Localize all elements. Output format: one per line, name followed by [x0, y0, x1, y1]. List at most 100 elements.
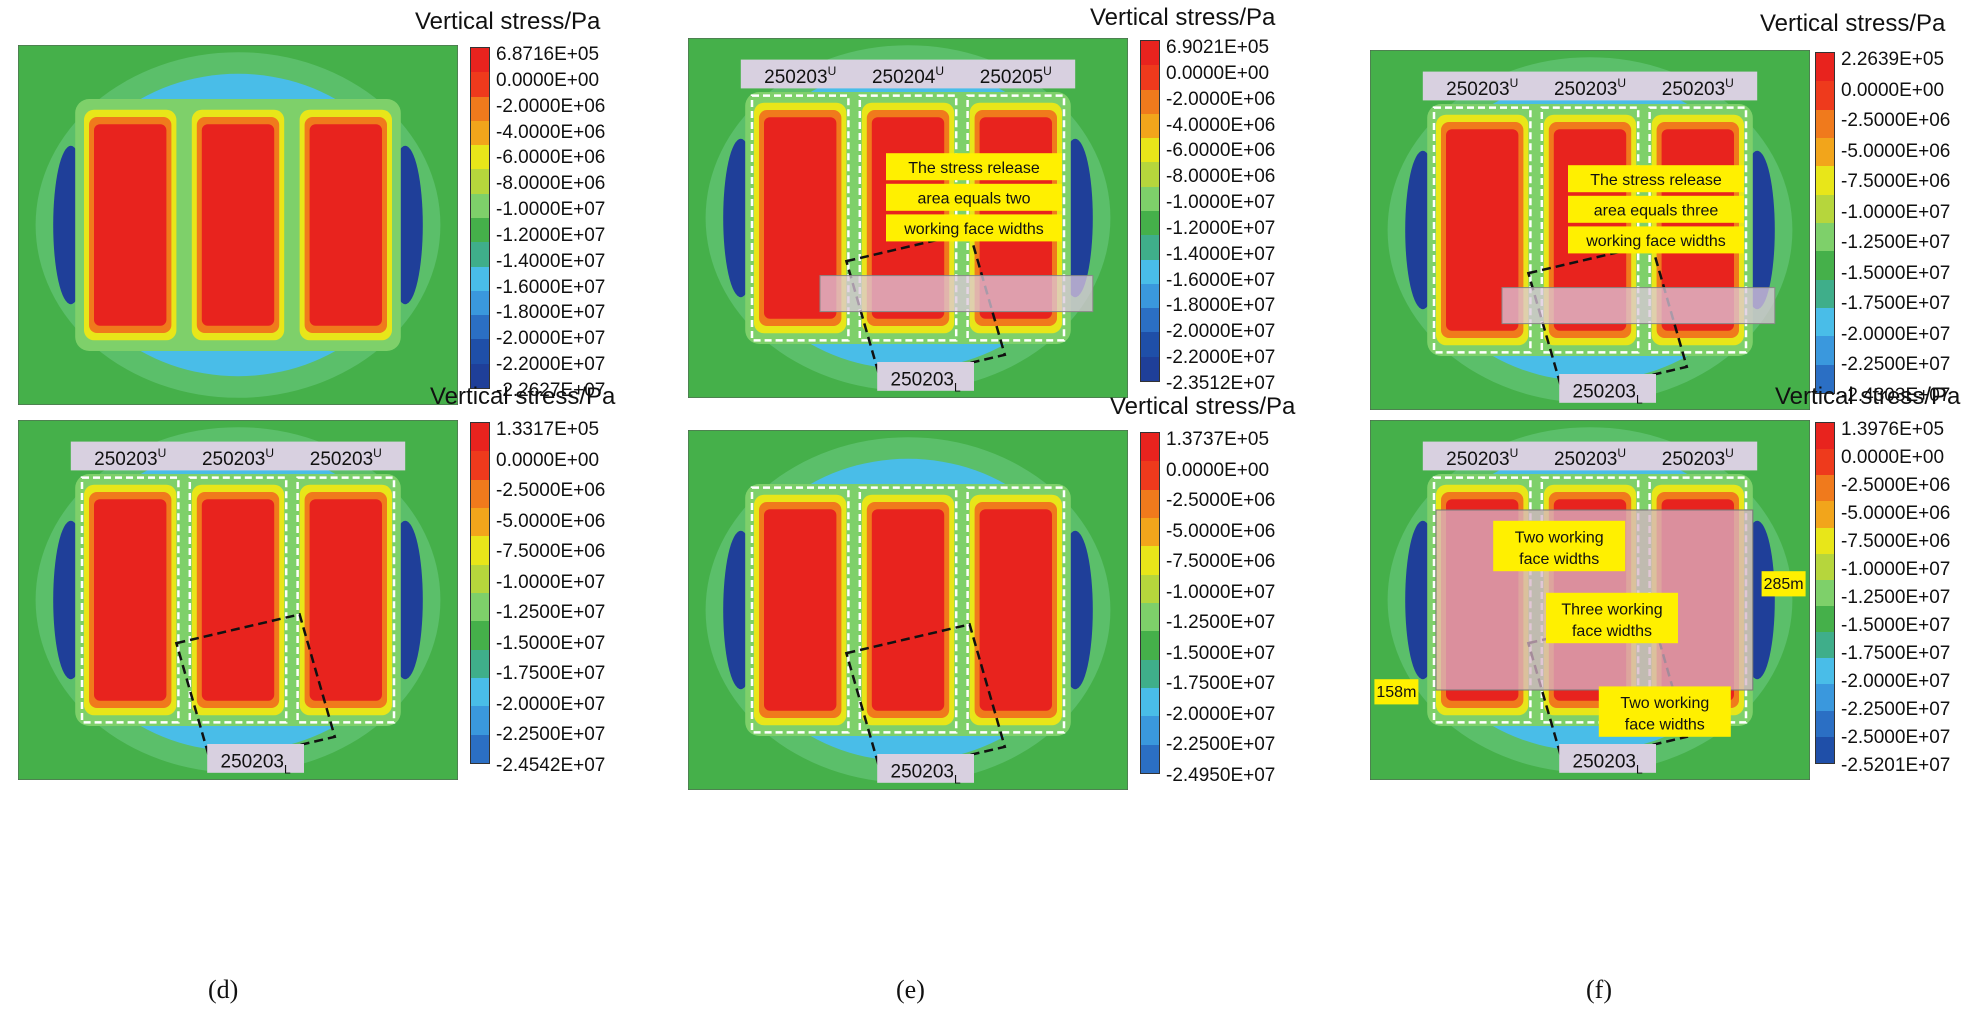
dim-right-bg	[1761, 571, 1806, 597]
colorbar-tick-label: -1.2500E+07	[1166, 612, 1276, 634]
colorbar-segment	[1816, 194, 1834, 223]
stress-contour-map: 250203L	[688, 430, 1128, 790]
colorbar-tick-label: -8.0000E+06	[496, 173, 606, 195]
colorbar-tick-label: -1.7500E+07	[1841, 293, 1951, 315]
face-label-sup: U	[265, 446, 274, 460]
colorbar-tick-label: 6.9021E+05	[1166, 37, 1270, 58]
colorbar-tick-label: -5.0000E+06	[1841, 503, 1951, 524]
colorbar-segment	[471, 649, 489, 678]
colorbar-segment	[1141, 546, 1159, 575]
face-outline-2	[966, 486, 1066, 734]
colorbar-segment	[1141, 186, 1159, 211]
colorbar-segment	[471, 339, 489, 364]
face-label-bar	[740, 59, 1076, 89]
colorbar-tick-label: -2.2500E+07	[1166, 734, 1276, 756]
face-label-sup: U	[935, 64, 944, 78]
colorbar-segment	[1816, 53, 1834, 82]
face-red-0	[94, 124, 167, 326]
colorbar-tick-label: -2.4303E+07	[1841, 385, 1951, 406]
colorbar-title: Vertical stress/Pa	[430, 383, 616, 410]
colorbar-segment	[471, 242, 489, 267]
colorbar-tick-label: -2.5000E+06	[1841, 475, 1951, 496]
colorbar	[470, 47, 490, 389]
colorbar-segment	[471, 621, 489, 650]
annotation-text: working face widths	[903, 221, 1044, 238]
lower-face-sub: L	[954, 380, 961, 394]
annotation-bg	[886, 214, 1062, 242]
colorbar-tick-label: -2.0000E+06	[496, 95, 606, 117]
colorbar-tick-label: -2.0000E+07	[1841, 671, 1951, 692]
face-label-sup: U	[373, 446, 382, 460]
colorbar-title: Vertical stress/Pa	[1090, 4, 1276, 31]
lower-face-label-bg	[207, 744, 304, 773]
face-label: 250203U	[1554, 446, 1626, 470]
colorbar-segment	[471, 451, 489, 480]
colorbar-segment	[1141, 602, 1159, 632]
colorbar-tick-label: -2.3512E+07	[1166, 373, 1276, 394]
face-red-2	[309, 499, 382, 701]
colorbar-tick-label: -7.5000E+06	[1841, 531, 1951, 552]
colorbar-segment	[1141, 574, 1159, 603]
face-label: 250203U	[1662, 76, 1734, 100]
colorbar-tick-label: -4.0000E+06	[496, 121, 606, 143]
colorbar-tick-label: -2.2500E+07	[496, 724, 606, 746]
face-label-sup: U	[158, 446, 167, 460]
colorbar-segment	[1141, 461, 1159, 490]
dim-left-label: 158m	[1376, 684, 1416, 701]
colorbar-tick-label: -2.0000E+07	[1166, 703, 1276, 725]
lower-face-label-bg	[877, 754, 974, 783]
lower-face-label: 250203L	[1573, 751, 1643, 776]
width-label-text: face widths	[1625, 717, 1705, 734]
colorbar-tick-label: -4.0000E+06	[1166, 114, 1276, 136]
colorbar-segment	[1141, 716, 1159, 745]
width-label-bg	[1493, 520, 1626, 572]
lower-face-sub: L	[284, 762, 291, 776]
colorbar-title: Vertical stress/Pa	[1775, 383, 1961, 410]
colorbar-tick-label: -2.4950E+07	[1166, 765, 1276, 786]
colorbar-segment	[1141, 489, 1159, 518]
colorbar-tick-label: -2.5000E+06	[1841, 110, 1951, 132]
colorbar-segment	[1816, 710, 1834, 737]
face-label-sup: U	[1510, 76, 1519, 90]
colorbar-segment	[471, 315, 489, 340]
width-label-text: Two working	[1620, 695, 1709, 712]
face-label-bar	[1422, 71, 1758, 101]
colorbar	[1140, 40, 1160, 382]
width-label-bg	[1598, 686, 1731, 737]
colorbar-segment	[1816, 632, 1834, 659]
face-label-sup: U	[1617, 76, 1626, 90]
colorbar	[1815, 52, 1835, 394]
colorbar-tick-label: 2.2639E+05	[1841, 49, 1945, 70]
colorbar-tick-label: -5.0000E+06	[1841, 140, 1951, 162]
face-red-0	[764, 117, 837, 319]
colorbar-tick-label: -2.2500E+07	[1841, 354, 1951, 376]
colorbar-segment	[1141, 65, 1159, 90]
colorbar-segment	[1816, 81, 1834, 110]
colorbar-segment	[1141, 89, 1159, 114]
face-outline-1	[1540, 106, 1640, 354]
colorbar-tick-label: -2.0000E+06	[1166, 88, 1276, 110]
stress-contour-map	[18, 45, 458, 405]
face-label: 250203U	[764, 64, 836, 88]
face-outline-0	[750, 94, 850, 342]
face-label: 250203U	[94, 446, 166, 470]
colorbar-tick-label: -1.5000E+07	[496, 632, 606, 654]
colorbar-segment	[1816, 336, 1834, 365]
lower-face-label-bg	[1559, 374, 1656, 403]
colorbar-segment	[1141, 659, 1159, 688]
colorbar-tick-label: -2.4542E+07	[496, 755, 606, 776]
face-red-1	[871, 509, 945, 711]
annotation-bg	[1568, 195, 1744, 223]
colorbar-tick-label: -1.6000E+07	[1166, 269, 1276, 291]
colorbar-tick-label: -1.5000E+07	[1841, 615, 1951, 636]
colorbar-tick-label: -2.2627E+07	[496, 380, 606, 401]
colorbar-segment	[1141, 744, 1159, 773]
colorbar-tick-label: -2.5000E+07	[1841, 727, 1951, 748]
face-red-1	[201, 124, 275, 326]
colorbar-segment	[1816, 364, 1834, 393]
colorbar-tick-label: -2.0000E+07	[496, 328, 606, 350]
